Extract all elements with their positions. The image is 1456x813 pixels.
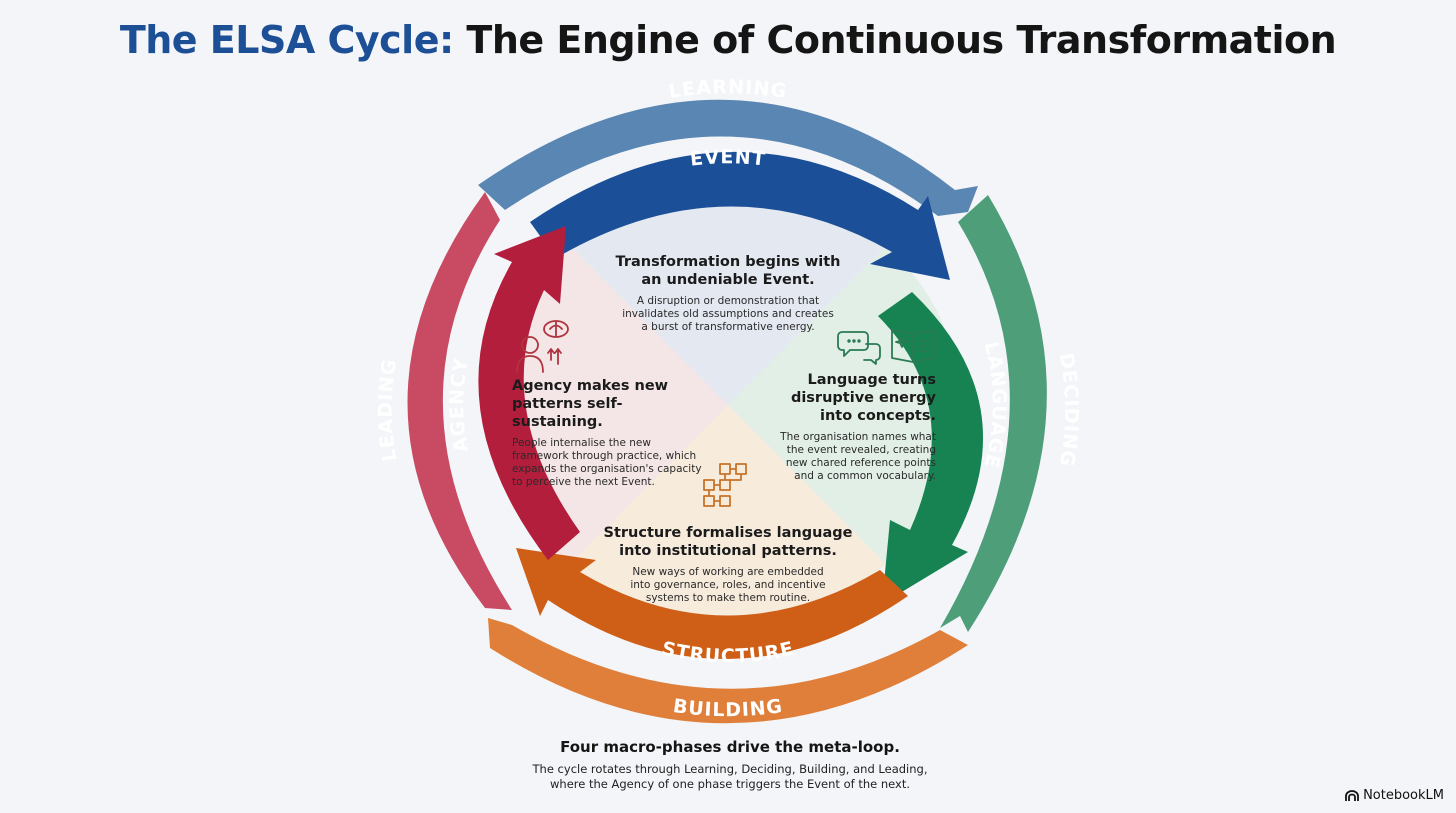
outer-label-deciding: DECIDING: [1055, 351, 1082, 468]
speech-bubbles-and-book-icon: [837, 329, 935, 365]
brand-label: NotebookLM: [1363, 788, 1444, 803]
outer-ring: [407, 99, 1047, 724]
quadrant-event-bg: [570, 184, 886, 405]
title-accent: The ELSA Cycle:: [119, 18, 454, 62]
page-title: The ELSA Cycle: The Engine of Continuous…: [0, 18, 1456, 62]
outer-arc-building: [488, 618, 968, 724]
notebooklm-brand: NotebookLM: [1345, 788, 1444, 803]
inner-ring: [478, 151, 984, 660]
connected-blocks-icon: [703, 463, 747, 507]
outer-arc-deciding: [940, 195, 1047, 632]
footer-body: The cycle rotates through Learning, Deci…: [532, 762, 928, 791]
footer-heading: Four macro-phases drive the meta-loop.: [560, 738, 900, 756]
inner-arc-structure: [516, 548, 908, 660]
inner-label-event: EVENT: [689, 146, 767, 170]
inner-arc-language: [878, 292, 984, 604]
inner-arc-event: [530, 151, 950, 280]
outer-arc-learning: [478, 99, 978, 216]
outer-label-learning: LEARNING: [667, 76, 788, 103]
person-with-brain-growth-icon: [516, 320, 569, 373]
inner-arc-agency: [478, 226, 580, 560]
inner-label-agency: AGENCY: [446, 356, 473, 454]
notebooklm-logo-icon: [1345, 789, 1359, 801]
footer-summary: Four macro-phases drive the meta-loop. T…: [430, 738, 1030, 792]
title-rest: The Engine of Continuous Transformation: [466, 18, 1337, 62]
outer-label-leading: LEADING: [375, 357, 401, 463]
quadrant-structure-bg: [570, 405, 886, 626]
outer-label-building: BUILDING: [672, 695, 784, 721]
outer-arc-leading: [407, 192, 512, 610]
inner-label-language: LANGUAGE: [980, 339, 1010, 470]
